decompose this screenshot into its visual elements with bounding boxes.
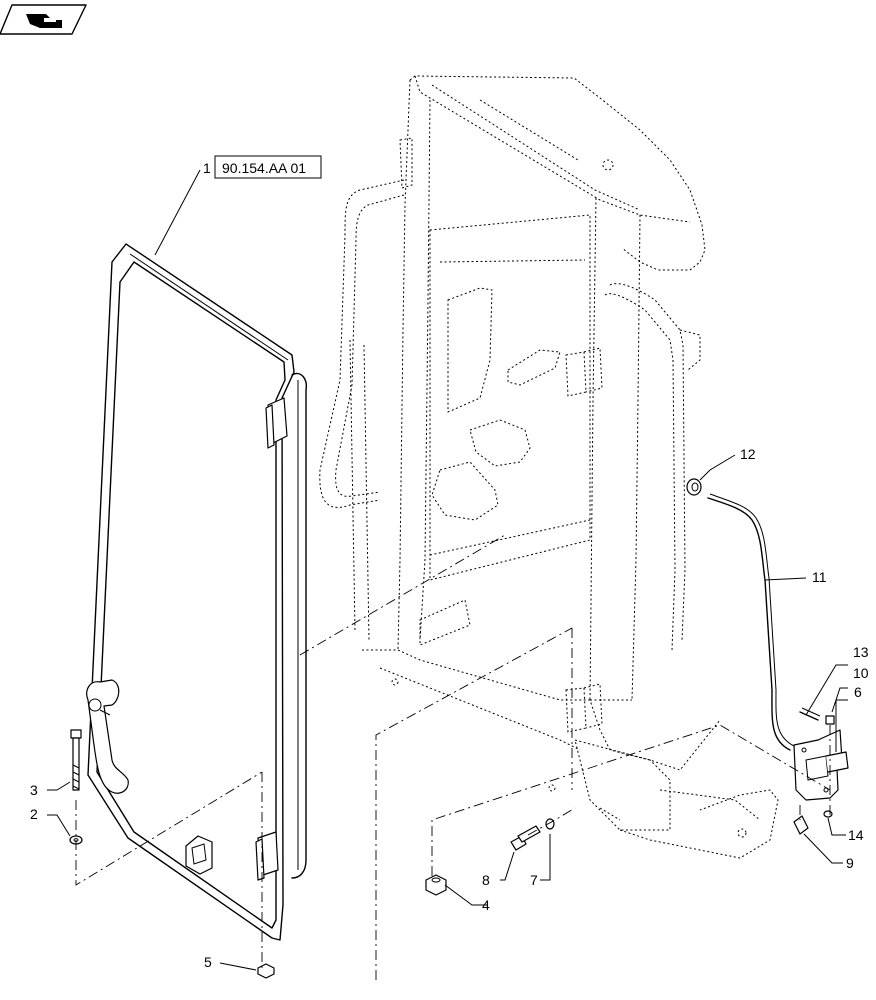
clip-part (793, 815, 809, 835)
callout-2: 2 (30, 806, 38, 822)
callout-10: 10 (853, 665, 869, 681)
callout-12: 12 (740, 446, 756, 462)
callout-8: 8 (482, 872, 490, 888)
callout-5: 5 (204, 954, 212, 970)
leader-lines (47, 169, 848, 971)
release-cable-part (707, 493, 795, 751)
callout-7: 7 (530, 872, 538, 888)
callout-13: 13 (853, 644, 869, 660)
spring-pin-part (799, 707, 821, 721)
small-nut-part (823, 810, 833, 818)
section-reference-label: 90.154.AA 01 (222, 160, 306, 176)
screw-part (510, 825, 541, 851)
bolt-part (70, 729, 82, 791)
grommet-part (686, 478, 702, 496)
callout-labels: 1 2 3 4 5 6 7 8 9 10 11 12 13 14 (30, 160, 869, 970)
nut-part-lower (257, 963, 275, 979)
latch-part (793, 729, 849, 801)
callout-9: 9 (846, 855, 854, 871)
screw-part-small (825, 715, 835, 725)
section-reference[interactable]: 90.154.AA 01 (214, 155, 322, 179)
nut-part (425, 874, 447, 896)
callout-6: 6 (854, 684, 862, 700)
callout-4: 4 (482, 897, 490, 913)
callout-14: 14 (848, 827, 864, 843)
assembly-centerlines (75, 534, 831, 980)
callout-1: 1 (203, 160, 211, 176)
cab-frame (319, 75, 779, 859)
book-page-icon[interactable] (0, 4, 87, 35)
door-glass-assembly (86, 243, 307, 941)
callout-3: 3 (30, 782, 38, 798)
callout-11: 11 (812, 569, 827, 585)
